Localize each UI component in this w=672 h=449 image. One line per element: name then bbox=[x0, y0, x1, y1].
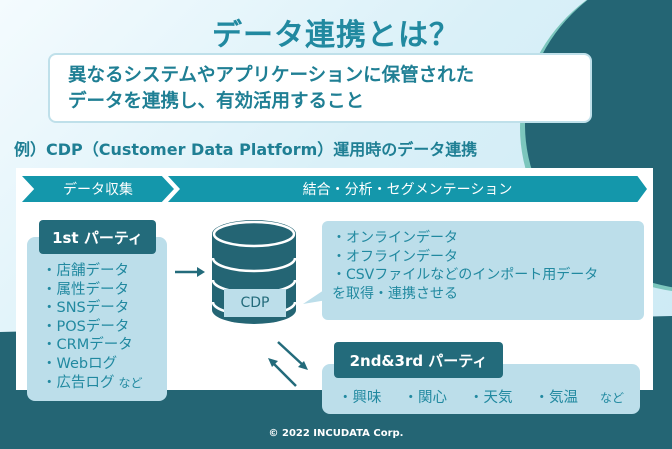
bubble-line: ・CSVファイルなどのインポート用データ bbox=[332, 267, 599, 283]
speech-bubble-tail bbox=[303, 288, 327, 304]
bubble-line: を取得・連携させる bbox=[332, 285, 458, 302]
bubble-line: ・オンラインデータ bbox=[332, 230, 458, 246]
list-item: ・Webログ bbox=[42, 355, 118, 372]
stage-data-collection: データ収集 bbox=[22, 176, 174, 202]
list-item: ・気温 bbox=[534, 390, 579, 406]
list-item: ・広告ログなど bbox=[42, 374, 143, 393]
example-heading: 例）CDP（Customer Data Platform）運用時のデータ連携 bbox=[14, 140, 478, 159]
list-item-text: ・広告ログ bbox=[42, 374, 115, 391]
bidirectional-arrows-icon bbox=[268, 341, 308, 387]
stage-label: データ収集 bbox=[63, 182, 133, 198]
definition-line-2: データを連携し、有効活用すること bbox=[68, 91, 365, 112]
stage-combine-analyze-segment: 結合・分析・セグメンテーション bbox=[168, 176, 647, 202]
list-item: ・SNSデータ bbox=[42, 300, 130, 317]
list-item: ・興味 bbox=[338, 390, 382, 406]
bubble-line: ・オフラインデータ bbox=[332, 248, 458, 265]
list-item: ・関心 bbox=[403, 390, 448, 406]
list-item: ・天気 bbox=[469, 390, 513, 406]
list-item: ・POSデータ bbox=[42, 318, 130, 335]
list-item: ・CRMデータ bbox=[42, 337, 133, 354]
etc-suffix: など bbox=[118, 375, 143, 390]
etc-suffix: など bbox=[600, 391, 625, 405]
list-item: ・属性データ bbox=[42, 281, 129, 298]
first-party-box bbox=[27, 237, 167, 401]
page-title: データ連携とは？ bbox=[212, 18, 460, 53]
first-party-list: ・店舗データ ・属性データ ・SNSデータ ・POSデータ ・CRMデータ ・W… bbox=[42, 262, 143, 392]
cdp-label: CDP bbox=[224, 289, 286, 317]
definition-box: 異なるシステムやアプリケーションに保管された データを連携し、有効活用すること bbox=[48, 53, 592, 123]
definition-line-1: 異なるシステムやアプリケーションに保管された bbox=[68, 65, 475, 86]
first-party-label: 1st パーティ bbox=[39, 220, 156, 254]
second-third-party-label: 2nd&3rd パーティ bbox=[334, 342, 503, 378]
second-third-party-list: ・興味 ・関心 ・天気 ・気温 など bbox=[338, 386, 624, 407]
cdp-description-bubble: ・オンラインデータ ・オフラインデータ ・CSVファイルなどのインポート用データ… bbox=[322, 221, 644, 320]
arrow-right-icon bbox=[175, 267, 205, 277]
list-item: ・店舗データ bbox=[42, 263, 129, 279]
stage-label: 結合・分析・セグメンテーション bbox=[302, 182, 513, 198]
copyright-footer: © 2022 INCUDATA Corp. bbox=[268, 428, 404, 439]
